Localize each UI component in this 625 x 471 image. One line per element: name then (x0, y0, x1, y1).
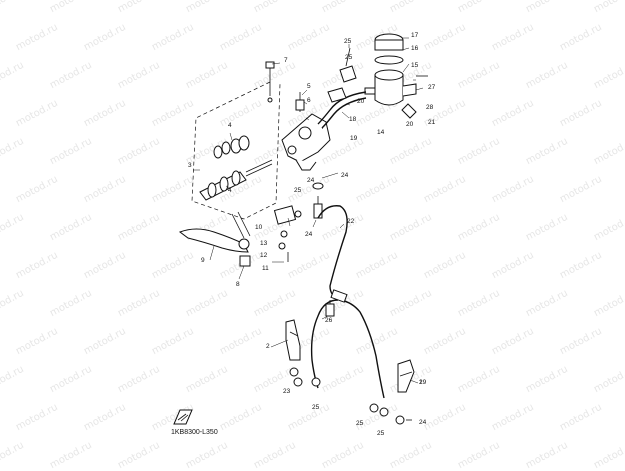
hose-guides (285, 319, 415, 393)
callout-27: 27 (428, 84, 436, 91)
callout-11: 11 (262, 265, 269, 272)
callout-12: 12 (260, 252, 268, 259)
reservoir-hose (317, 47, 367, 129)
assembly-box-3 (191, 81, 281, 220)
piston-kit (199, 61, 275, 201)
callout-6: 6 (307, 97, 311, 104)
callout-10: 10 (255, 224, 263, 231)
brake-lever (178, 211, 251, 267)
callout-16: 16 (411, 45, 419, 52)
callout-24: 24 (307, 177, 315, 184)
callout-5: 5 (307, 83, 311, 90)
callout-4: 4 (228, 122, 232, 129)
callout-13: 13 (260, 240, 268, 247)
callout-7: 7 (284, 57, 288, 64)
callout-24: 24 (419, 419, 427, 426)
callout-9: 9 (201, 257, 205, 264)
callout-15: 15 (411, 62, 419, 69)
callout-8: 8 (236, 281, 240, 288)
callout-20: 20 (357, 98, 365, 105)
master-cylinder (281, 92, 331, 171)
diagram-code: 1KB8300-L350 (171, 429, 218, 436)
brake-hose (310, 205, 385, 399)
brake-switch (273, 205, 302, 262)
lower-fittings (289, 367, 412, 425)
hose-joint (325, 289, 348, 317)
callout-14: 14 (377, 129, 385, 136)
callout-29: 29 (419, 379, 427, 386)
callout-18: 18 (349, 116, 357, 123)
callout-24: 24 (305, 231, 313, 238)
callout-23: 23 (283, 388, 291, 395)
callout-25: 25 (312, 404, 320, 411)
callout-1: 1 (419, 379, 423, 386)
callout-24: 24 (341, 172, 349, 179)
callout-25: 25 (294, 187, 302, 194)
callout-25: 25 (345, 54, 353, 61)
callout-21: 21 (428, 119, 436, 126)
leader-lines (193, 37, 424, 384)
callout-28: 28 (426, 104, 434, 111)
callout-25: 25 (356, 420, 364, 427)
callout-20: 20 (406, 121, 414, 128)
reservoir (364, 33, 428, 119)
callout-22: 22 (347, 218, 355, 225)
callout-19: 19 (350, 135, 358, 142)
callout-17: 17 (411, 32, 419, 39)
callout-25: 25 (344, 38, 352, 45)
front-arrow-icon (173, 409, 193, 425)
callout-26: 26 (325, 317, 333, 324)
callout-2: 2 (266, 343, 270, 350)
callout-25: 25 (377, 430, 385, 437)
callout-4: 4 (228, 187, 232, 194)
callout-3: 3 (188, 162, 192, 169)
